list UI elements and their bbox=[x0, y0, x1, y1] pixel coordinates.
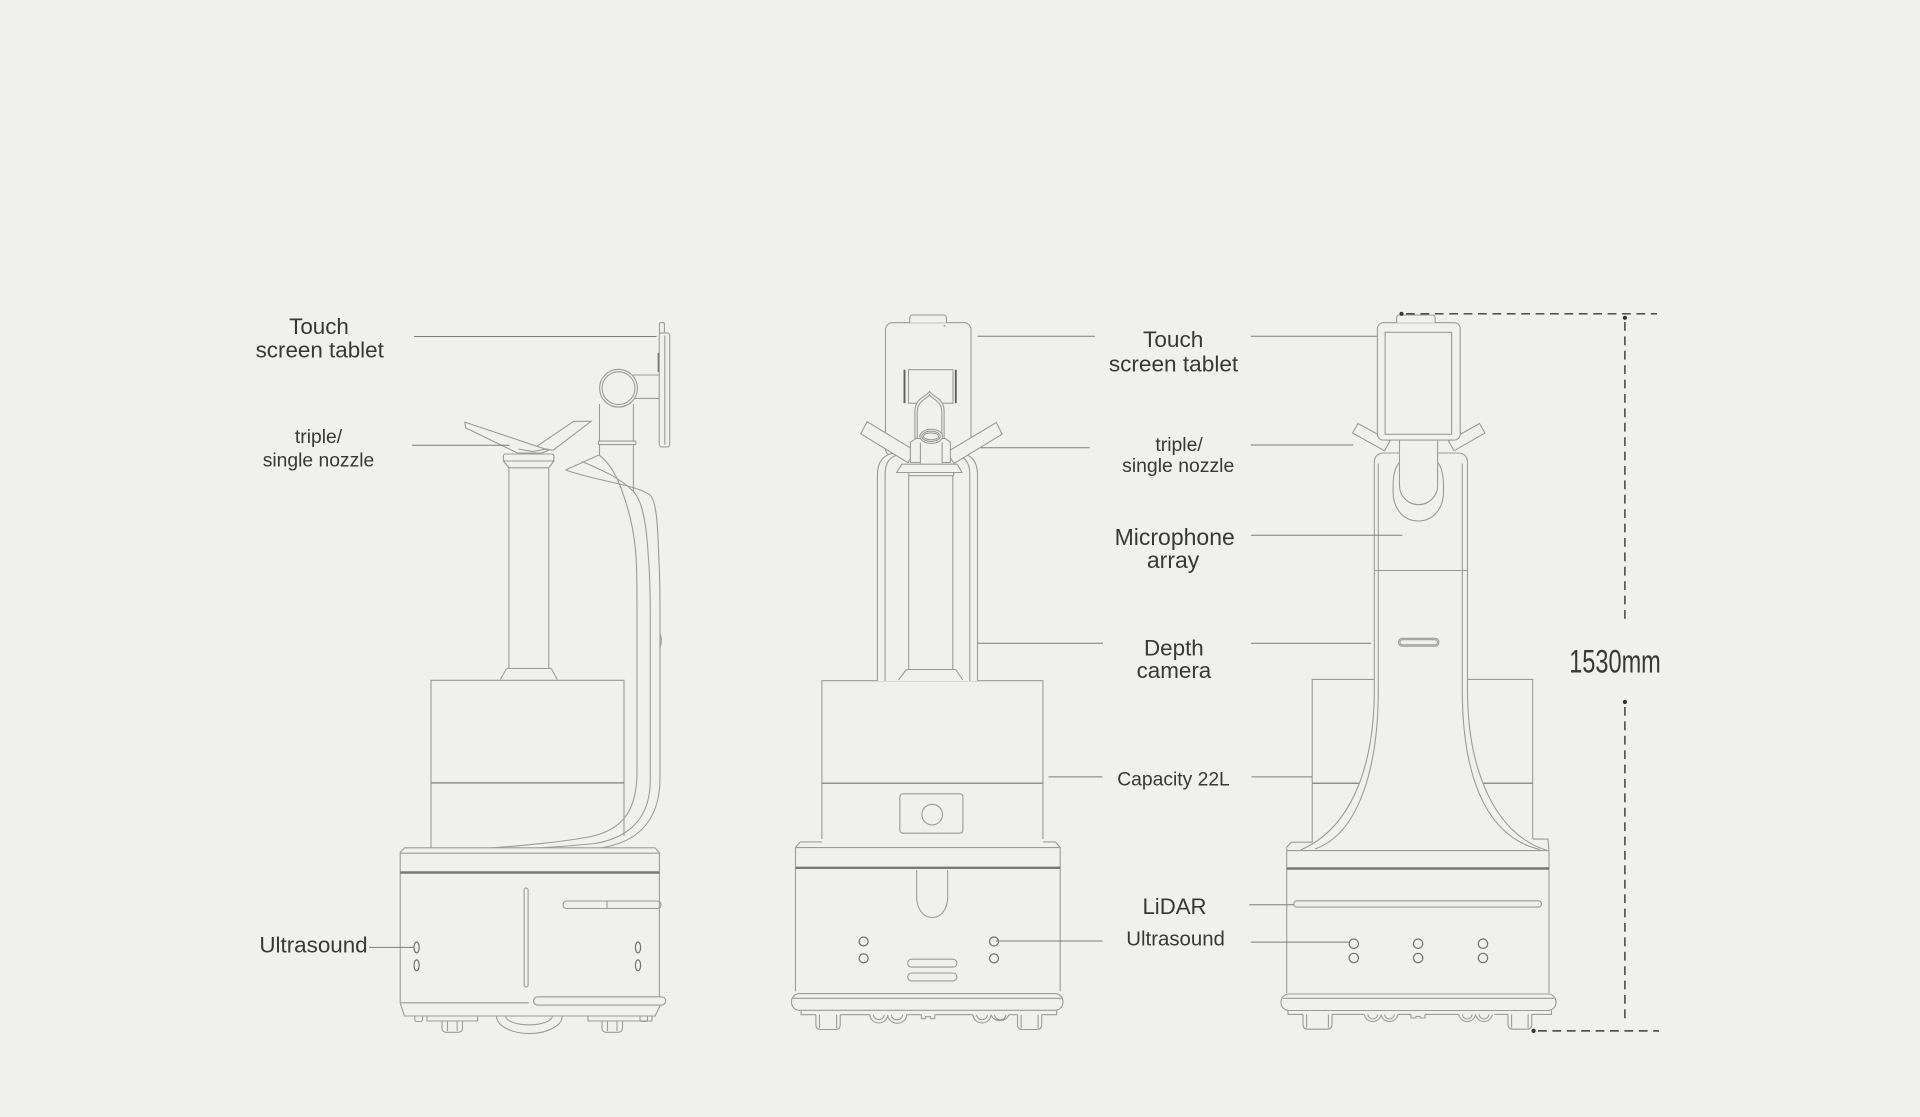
svg-text:Touch: Touch bbox=[289, 314, 349, 339]
svg-text:single nozzle: single nozzle bbox=[1122, 455, 1234, 477]
svg-text:camera: camera bbox=[1137, 658, 1212, 683]
svg-text:array: array bbox=[1147, 547, 1200, 573]
svg-text:Touch: Touch bbox=[1143, 327, 1203, 352]
svg-text:single nozzle: single nozzle bbox=[263, 450, 374, 471]
svg-text:triple/: triple/ bbox=[295, 427, 343, 448]
svg-text:Ultrasound: Ultrasound bbox=[1126, 928, 1225, 950]
svg-text:Microphone: Microphone bbox=[1115, 524, 1235, 550]
svg-text:Capacity 22L: Capacity 22L bbox=[1117, 770, 1230, 791]
svg-text:triple/: triple/ bbox=[1155, 434, 1203, 456]
svg-text:Depth: Depth bbox=[1144, 636, 1204, 661]
svg-text:screen tablet: screen tablet bbox=[256, 338, 385, 363]
svg-text:1530mm: 1530mm bbox=[1569, 644, 1661, 681]
svg-text:Ultrasound: Ultrasound bbox=[259, 932, 367, 957]
svg-text:screen tablet: screen tablet bbox=[1109, 352, 1239, 377]
svg-text:LiDAR: LiDAR bbox=[1142, 894, 1206, 919]
